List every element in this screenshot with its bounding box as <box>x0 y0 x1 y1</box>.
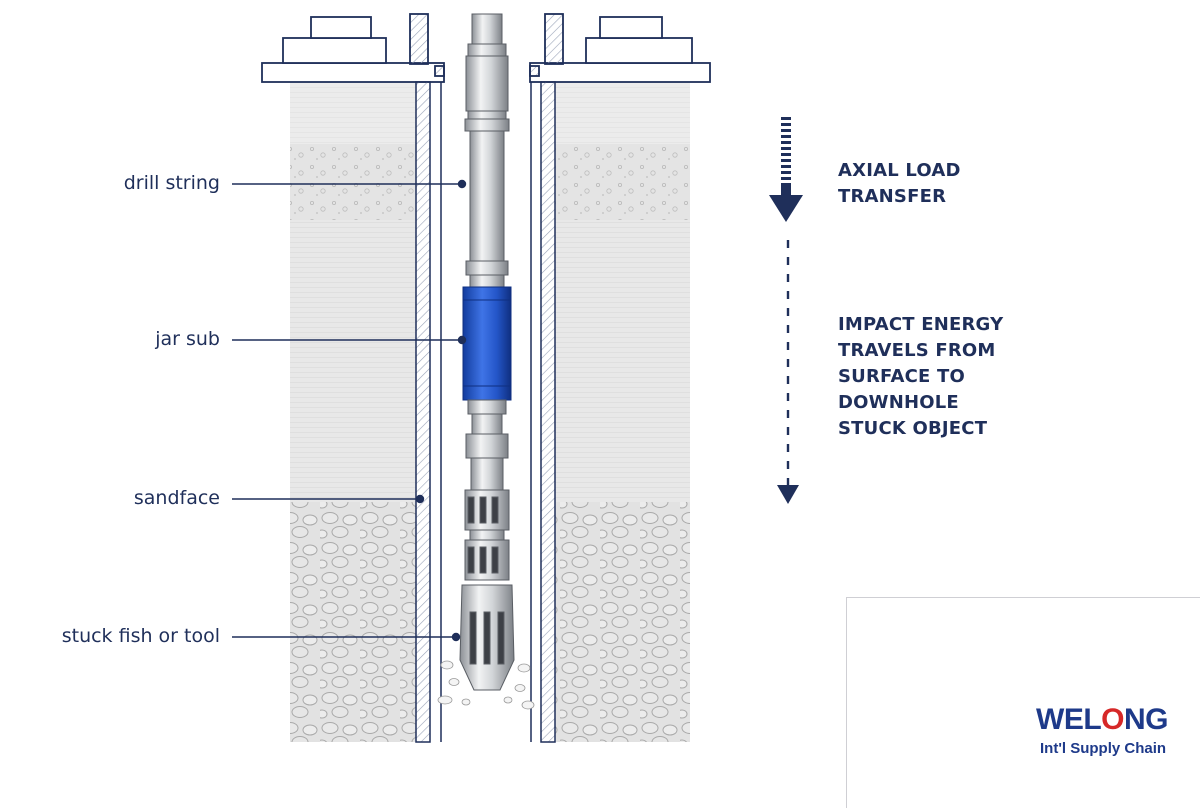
logo-tagline: Int'l Supply Chain <box>1040 740 1167 757</box>
impact-energy-note: IMPACT ENERGY TRAVELS FROM SURFACE TO DO… <box>838 314 1004 439</box>
drill-string-label: drill string <box>123 172 220 194</box>
dashed-arrow-down-icon <box>777 240 799 504</box>
debris <box>437 660 535 710</box>
callout-leaders <box>232 179 467 642</box>
wellhead <box>261 13 711 83</box>
formation-left <box>290 82 416 742</box>
arrow-down-icon <box>769 117 803 222</box>
axial-load-note: AXIAL LOAD TRANSFER <box>838 160 961 207</box>
logo-word-suffix: NG <box>1124 703 1169 736</box>
logo-word-prefix: WEL <box>1036 703 1102 736</box>
logo-panel <box>846 597 1200 808</box>
sandface-label: sandface <box>133 487 220 509</box>
casing <box>415 81 556 743</box>
drill-string-assembly <box>459 13 515 691</box>
logo-word-o: O <box>1101 703 1124 736</box>
stuck-fish-label: stuck fish or tool <box>61 625 220 647</box>
jar-sub-body <box>462 286 512 401</box>
formation-right <box>555 82 690 742</box>
jar-sub-label: jar sub <box>155 328 220 350</box>
welong-logo: WELONG <box>1036 703 1169 737</box>
